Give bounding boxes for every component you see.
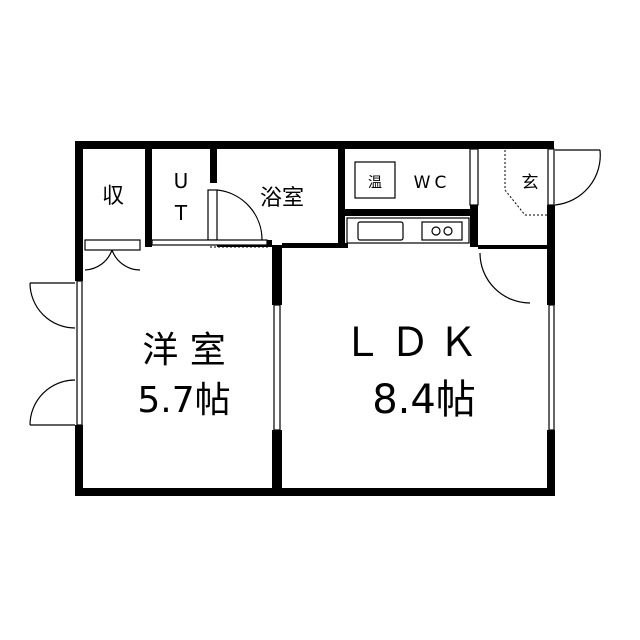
bath-label: 浴室 [260, 186, 304, 211]
closet-label: 収 [102, 184, 124, 209]
water-heater-label: 温 [368, 175, 382, 191]
toilet-label: WC [414, 173, 451, 193]
doors [29, 149, 601, 426]
ldk-size: 8.4帖 [372, 377, 476, 423]
utility-label-t: T [174, 201, 188, 225]
stove [421, 221, 463, 241]
entrance-label: 玄 [522, 173, 539, 193]
sink [357, 221, 404, 241]
utility-label-u: U [174, 169, 189, 193]
ldk-label: ＬＤＫ [342, 320, 486, 366]
western-room-label: 洋 室 [142, 330, 225, 371]
windows [76, 148, 555, 431]
walls [75, 141, 555, 496]
western-room-size: 5.7帖 [137, 380, 230, 421]
kitchen-counter [346, 217, 470, 244]
water-heater-box [354, 161, 396, 199]
